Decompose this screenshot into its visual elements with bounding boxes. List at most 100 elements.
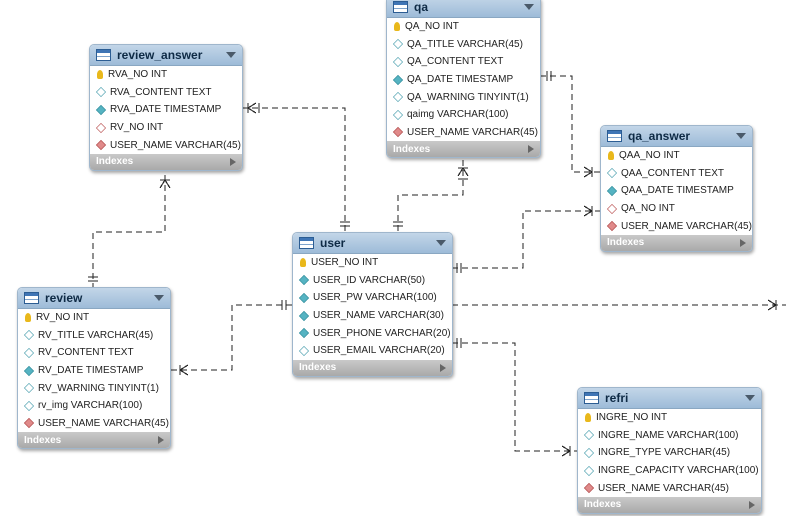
table-user[interactable]: user USER_NO INT USER_ID VARCHAR(50) USER_…	[292, 232, 453, 377]
indexes-bar[interactable]: Indexes	[387, 141, 540, 158]
indexes-bar[interactable]: Indexes	[578, 496, 761, 513]
table-review-answer[interactable]: review_answer RVA_NO INT RVA_CONTENT TEXT…	[89, 44, 243, 171]
column-row[interactable]: QA_DATE TIMESTAMP	[387, 71, 540, 89]
collapse-arrow-icon[interactable]	[226, 52, 236, 58]
column-row[interactable]: USER_PHONE VARCHAR(20)	[293, 324, 452, 342]
column-text: QA_TITLE VARCHAR(45)	[407, 38, 523, 50]
expand-arrow-icon[interactable]	[528, 145, 534, 154]
primary-key-icon	[585, 413, 591, 423]
collapse-arrow-icon[interactable]	[745, 395, 755, 401]
rel-marker	[462, 167, 469, 177]
rel-marker	[247, 102, 257, 109]
column-row[interactable]: QAA_CONTENT TEXT	[601, 165, 752, 183]
column-row[interactable]: RVA_CONTENT TEXT	[90, 84, 242, 102]
column-row[interactable]: QA_CONTENT TEXT	[387, 53, 540, 71]
column-row[interactable]: QA_NO INT	[387, 18, 540, 36]
column-row[interactable]: RV_NO INT	[18, 309, 170, 327]
column-row[interactable]: qaimg VARCHAR(100)	[387, 106, 540, 124]
expand-arrow-icon[interactable]	[740, 238, 746, 247]
column-text: RV_WARNING TINYINT(1)	[38, 382, 159, 394]
column-row[interactable]: RVA_NO INT	[90, 66, 242, 84]
column-row[interactable]: USER_NAME VARCHAR(45)	[90, 136, 242, 154]
column-row[interactable]: INGRE_CAPACITY VARCHAR(100)	[578, 462, 761, 480]
column-text: QAA_CONTENT TEXT	[621, 167, 724, 179]
rel-marker	[583, 171, 593, 178]
column-row[interactable]: INGRE_NAME VARCHAR(100)	[578, 427, 761, 445]
table-qa-answer[interactable]: qa_answer QAA_NO INT QAA_CONTENT TEXT QAA_…	[600, 125, 753, 252]
indexes-label: Indexes	[584, 499, 622, 511]
indexes-bar[interactable]: Indexes	[18, 432, 170, 449]
column-row[interactable]: QA_NO INT	[601, 200, 752, 218]
collapse-arrow-icon[interactable]	[524, 4, 534, 10]
table-header[interactable]: qa	[387, 0, 540, 18]
column-text: USER_PW VARCHAR(100)	[313, 292, 437, 304]
column-icon	[298, 345, 310, 356]
column-row[interactable]: USER_NAME VARCHAR(45)	[18, 415, 170, 433]
table-header[interactable]: refri	[578, 388, 761, 409]
collapse-arrow-icon[interactable]	[154, 295, 164, 301]
column-row[interactable]: USER_ID VARCHAR(50)	[293, 272, 452, 290]
table-header[interactable]: user	[293, 233, 452, 254]
rel-review-answer-user	[242, 107, 346, 232]
column-row[interactable]: QA_TITLE VARCHAR(45)	[387, 36, 540, 54]
table-name: qa_answer	[628, 129, 691, 143]
column-row[interactable]: RV_CONTENT TEXT	[18, 344, 170, 362]
indexes-bar[interactable]: Indexes	[601, 234, 752, 251]
column-row[interactable]: INGRE_TYPE VARCHAR(45)	[578, 444, 761, 462]
column-text: RV_CONTENT TEXT	[38, 347, 134, 359]
column-row[interactable]: RV_TITLE VARCHAR(45)	[18, 327, 170, 345]
table-header[interactable]: qa_answer	[601, 126, 752, 147]
column-icon	[392, 109, 404, 120]
table-name: refri	[605, 391, 629, 405]
expand-arrow-icon[interactable]	[230, 157, 236, 166]
foreign-key-column-icon	[95, 122, 107, 133]
column-row[interactable]: RV_DATE TIMESTAMP	[18, 362, 170, 380]
column-row[interactable]: RVA_DATE TIMESTAMP	[90, 101, 242, 119]
column-row[interactable]: USER_NAME VARCHAR(45)	[578, 479, 761, 497]
column-text: RVA_DATE TIMESTAMP	[110, 104, 222, 116]
expand-arrow-icon[interactable]	[749, 500, 755, 509]
column-text: USER_NAME VARCHAR(45)	[38, 417, 169, 429]
column-row[interactable]: RV_NO INT	[90, 119, 242, 137]
column-row[interactable]: USER_EMAIL VARCHAR(20)	[293, 342, 452, 360]
column-row[interactable]: QAA_NO INT	[601, 147, 752, 165]
column-row[interactable]: QA_WARNING TINYINT(1)	[387, 88, 540, 106]
table-icon	[24, 292, 39, 304]
column-text: QAA_NO INT	[619, 150, 680, 162]
column-text: RVA_CONTENT TEXT	[110, 86, 212, 98]
not-null-column-icon	[95, 104, 107, 116]
column-icon	[392, 92, 404, 103]
collapse-arrow-icon[interactable]	[736, 133, 746, 139]
column-text: QA_DATE TIMESTAMP	[407, 74, 514, 86]
column-row[interactable]: INGRE_NO INT	[578, 409, 761, 427]
table-qa[interactable]: qa QA_NO INT QA_TITLE VARCHAR(45) QA_CONTE…	[386, 0, 541, 159]
primary-key-icon	[25, 313, 31, 323]
column-row[interactable]: USER_NAME VARCHAR(45)	[387, 124, 540, 142]
expand-arrow-icon[interactable]	[440, 363, 446, 372]
collapse-arrow-icon[interactable]	[436, 240, 446, 246]
table-icon	[607, 130, 622, 142]
expand-arrow-icon[interactable]	[158, 436, 164, 445]
indexes-bar[interactable]: Indexes	[293, 359, 452, 376]
rel-user-qa-answer	[452, 210, 600, 269]
column-row[interactable]: USER_NO INT	[293, 254, 452, 272]
column-row[interactable]: USER_NAME VARCHAR(45)	[601, 217, 752, 235]
column-row[interactable]: rv_img VARCHAR(100)	[18, 397, 170, 415]
column-row[interactable]: USER_PW VARCHAR(100)	[293, 289, 452, 307]
column-row[interactable]: USER_NAME VARCHAR(30)	[293, 307, 452, 325]
column-row[interactable]: RV_WARNING TINYINT(1)	[18, 379, 170, 397]
rel-marker	[767, 299, 777, 306]
column-text: USER_NAME VARCHAR(45)	[621, 220, 752, 232]
column-row[interactable]: QAA_DATE TIMESTAMP	[601, 182, 752, 200]
primary-key-icon	[97, 70, 103, 80]
column-text: USER_NO INT	[311, 257, 379, 269]
indexes-bar[interactable]: Indexes	[90, 153, 242, 170]
column-text: rv_img VARCHAR(100)	[38, 400, 143, 412]
table-icon	[96, 49, 111, 61]
column-icon	[392, 39, 404, 50]
table-header[interactable]: review_answer	[90, 45, 242, 66]
table-header[interactable]: review	[18, 288, 170, 309]
